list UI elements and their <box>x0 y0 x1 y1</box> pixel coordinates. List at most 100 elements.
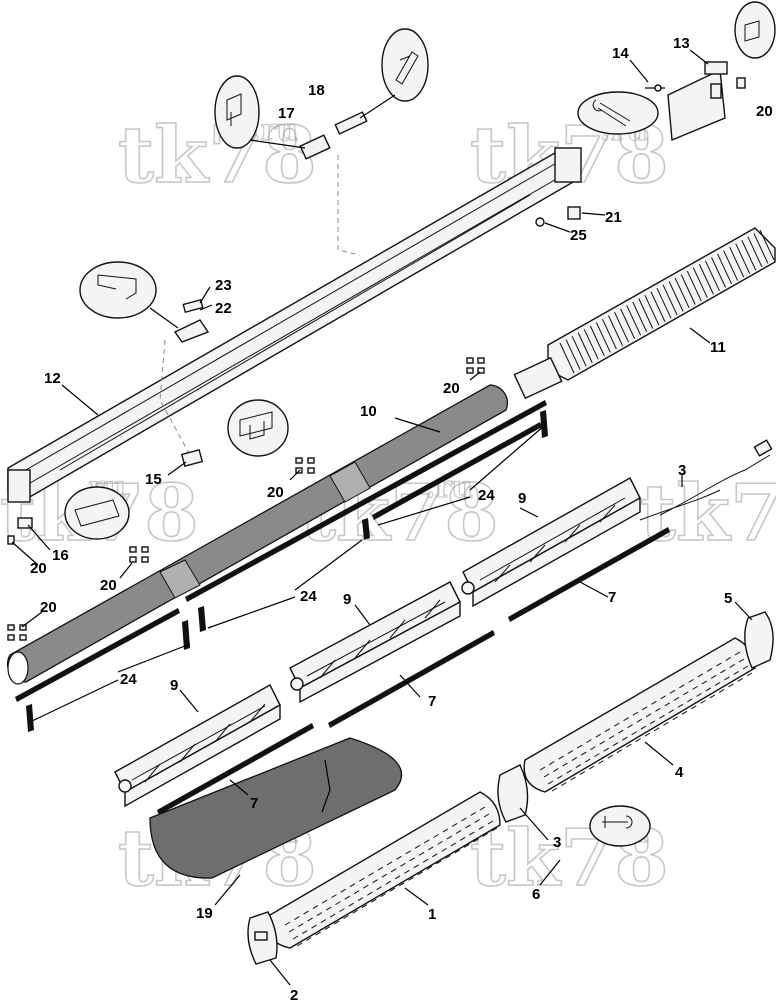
grille-slot <box>298 923 304 927</box>
grille-slot <box>575 764 582 769</box>
grille-slot <box>584 758 591 763</box>
heat-exchanger-fin <box>577 332 593 363</box>
grille-slot <box>292 935 299 940</box>
grille-slot <box>636 718 643 723</box>
grille-slot <box>623 717 629 722</box>
blower-9-middle <box>289 581 461 704</box>
callout-7-right: 7 <box>608 589 616 606</box>
grille-slot <box>348 902 354 907</box>
heat-exchanger-11 <box>513 227 776 400</box>
detail-bubble-20-top <box>734 1 776 59</box>
callout-20-top-right: 20 <box>756 103 773 120</box>
grille-slot <box>687 698 693 703</box>
detail-pin-14-icon <box>592 99 631 127</box>
grommets-20 <box>7 357 485 641</box>
grille-slot <box>357 897 364 902</box>
heat-exchanger-fin <box>747 236 763 268</box>
grille-slot <box>418 851 425 856</box>
end-cap-2-label <box>254 931 268 941</box>
grille-slot <box>716 662 722 667</box>
grille-slot <box>372 879 378 884</box>
grille-slot <box>551 787 558 792</box>
detail-bubble-16 <box>64 486 130 540</box>
heat-exchanger-fin <box>711 257 726 288</box>
bracket-13 <box>667 61 728 142</box>
grille-slot <box>729 664 735 668</box>
bracket-16 <box>17 517 33 529</box>
filter-roll-10 <box>6 384 509 685</box>
grille-slot <box>688 678 694 683</box>
grille-slot <box>567 750 574 755</box>
grille-slot <box>400 862 406 867</box>
grille-slot <box>664 702 670 707</box>
grille-slot <box>566 769 572 774</box>
grille-slot <box>404 869 410 874</box>
heat-exchanger-fin <box>674 277 690 309</box>
heat-exchanger-fin <box>632 301 648 333</box>
heat-exchanger-fin <box>680 274 696 305</box>
grille-slot <box>561 782 567 786</box>
grille-slot <box>316 912 323 917</box>
grille-slot <box>312 905 319 910</box>
callout-12: 12 <box>44 370 61 387</box>
grille-slot <box>697 673 704 678</box>
grille-slot <box>614 722 620 727</box>
callout-6: 6 <box>532 886 540 903</box>
grille-slot <box>710 674 717 679</box>
grille-slot <box>651 700 657 705</box>
filter-mesh-19 <box>149 737 403 879</box>
grille-slot <box>340 888 346 893</box>
housing-rail-12 <box>7 147 582 503</box>
grille-slot <box>459 836 466 841</box>
grille-slot <box>361 904 368 909</box>
grille-slot <box>408 876 414 881</box>
grille-slot <box>339 908 345 913</box>
grille-slot <box>335 901 341 906</box>
callout-22: 22 <box>215 300 232 317</box>
grille-slot <box>660 695 666 700</box>
callout-1: 1 <box>428 906 436 923</box>
callout-20-bottom-left: 20 <box>40 599 57 616</box>
heat-exchanger-fin <box>741 240 757 271</box>
grille-slot <box>738 658 745 663</box>
grille-slot <box>325 906 332 911</box>
grille-slot <box>692 685 698 690</box>
grille-slot <box>424 839 430 844</box>
callout-21: 21 <box>605 209 622 226</box>
grille-slot <box>672 716 678 721</box>
grille-slot <box>706 667 713 672</box>
heat-exchanger-fin <box>662 284 678 315</box>
grille-slot <box>451 822 458 827</box>
grille-slot <box>709 694 716 699</box>
grille-slot <box>655 707 661 712</box>
grille-slot <box>553 768 559 772</box>
grille-slot <box>414 844 421 849</box>
grille-slot <box>724 676 730 681</box>
grille-slot <box>491 827 498 832</box>
grille-slot <box>608 735 615 740</box>
callout-5: 5 <box>724 590 732 607</box>
heat-exchanger-fin <box>668 281 684 312</box>
callout-24-middle: 24 <box>300 588 317 605</box>
clip-17 <box>299 134 331 160</box>
grille-slot <box>649 720 656 725</box>
grille-slot <box>311 924 317 929</box>
grille-slot <box>626 743 632 748</box>
detail-screw-6-icon <box>602 815 633 829</box>
grille-slot <box>543 773 550 778</box>
grille-slot <box>396 855 402 860</box>
grille-slot <box>465 824 471 829</box>
grille-slot <box>344 895 350 900</box>
grille-slot <box>681 710 688 715</box>
grille-slot <box>482 833 488 837</box>
grille-slot <box>594 753 600 758</box>
grille-slot <box>599 740 605 745</box>
grille-slot <box>296 942 303 947</box>
grille-slot <box>371 898 377 903</box>
callout-25: 25 <box>570 227 587 244</box>
grille-slot <box>288 928 295 933</box>
grille-slot <box>333 920 340 925</box>
grille-slot <box>728 683 734 688</box>
callout-13: 13 <box>673 35 690 52</box>
grille-slot <box>377 866 384 871</box>
